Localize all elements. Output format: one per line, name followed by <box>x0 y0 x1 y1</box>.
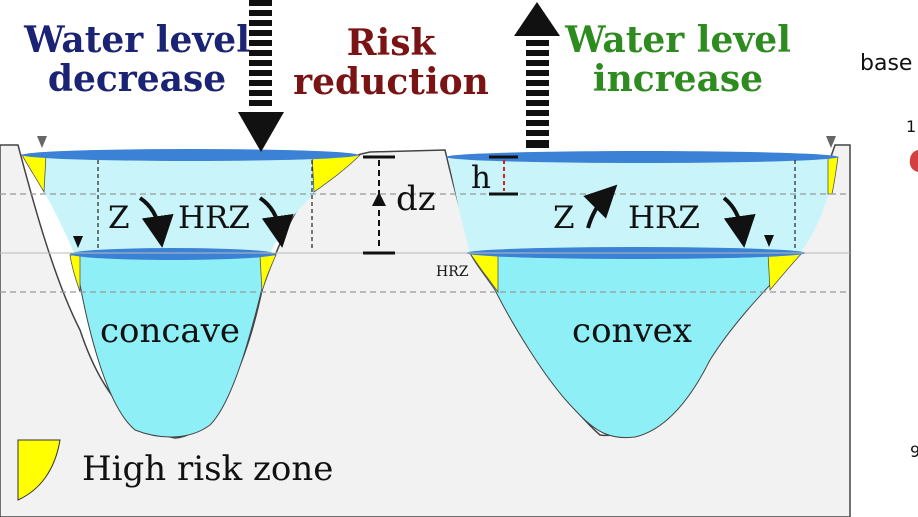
concave-label: concave <box>100 311 240 351</box>
small-hrz-label: HRZ <box>436 264 469 280</box>
side-panel-half-circle <box>909 150 918 172</box>
left-title-line2: decrease <box>48 58 226 100</box>
curved-arrow-right-hrz <box>722 196 756 248</box>
h-label: h <box>471 160 491 196</box>
left-basin-lower-water <box>74 254 271 438</box>
right-z-label: Z <box>553 200 575 236</box>
right-title-line2: increase <box>593 58 763 100</box>
dz-measure <box>363 155 395 255</box>
side-panel-word: base <box>860 51 912 76</box>
high-risk-zone-left-bottom-a <box>69 254 81 293</box>
right-hrz-label: HRZ <box>628 200 700 236</box>
water-level-marker-right-top <box>826 136 836 148</box>
right-upper-water-surface <box>446 151 838 163</box>
left-z-label: Z <box>108 200 130 236</box>
center-title-line2: reduction <box>293 61 489 103</box>
down-arrow-icon <box>238 0 284 152</box>
water-level-marker-left-top <box>37 136 47 148</box>
side-panel-bottom-digit: 9 <box>910 442 918 461</box>
water-level-marker-left-bottom <box>73 236 83 248</box>
high-risk-zone-legend-swatch <box>17 439 61 501</box>
left-lower-water-surface <box>70 248 276 260</box>
left-upper-water-surface <box>22 149 358 161</box>
curved-arrow-right-z <box>583 184 618 229</box>
side-panel-top-digit: 1 <box>906 117 916 136</box>
convex-label: convex <box>572 311 692 351</box>
right-title-line1: Water level <box>564 19 791 61</box>
high-risk-zone-left-top-b <box>311 154 361 193</box>
water-level-marker-right-bottom <box>764 235 774 247</box>
center-title-line1: Risk <box>347 22 437 64</box>
curved-arrow-left-hrz <box>258 196 294 248</box>
legend-label: High risk zone <box>82 449 333 489</box>
curved-arrow-left-z <box>138 196 174 248</box>
high-risk-zone-left-top-a <box>21 154 47 194</box>
left-hrz-label: HRZ <box>178 200 250 236</box>
dz-label: dz <box>396 179 436 219</box>
right-basin-lower-water <box>469 252 802 439</box>
up-arrow-icon <box>514 2 560 148</box>
high-risk-zone-right-bottom-a <box>469 252 499 294</box>
h-measure <box>489 155 518 196</box>
left-title-line1: Water level <box>23 19 250 61</box>
